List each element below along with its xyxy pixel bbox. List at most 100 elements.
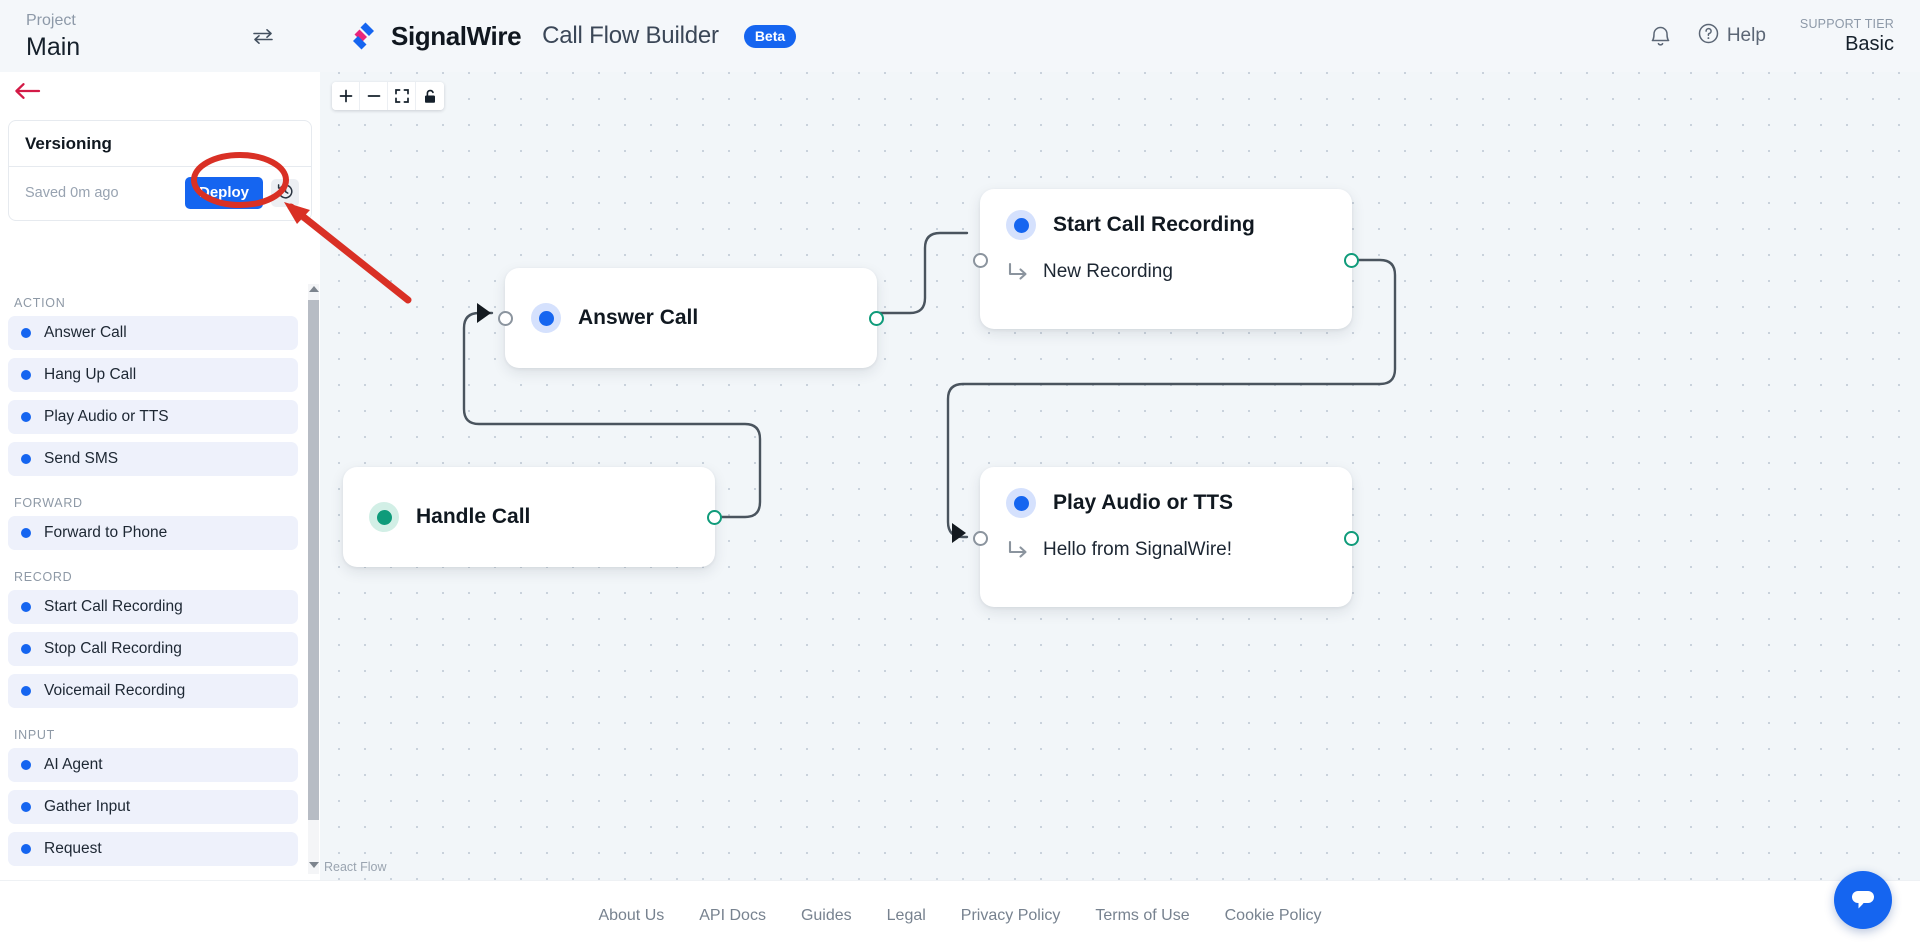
node-output-handle[interactable] xyxy=(1344,531,1359,546)
palette-item-label: Send SMS xyxy=(44,450,119,467)
footer-link-about-us[interactable]: About Us xyxy=(598,907,665,924)
node-output-handle[interactable] xyxy=(707,510,722,525)
footer-link-terms-of-use[interactable]: Terms of Use xyxy=(1095,907,1190,924)
support-tier-value: Basic xyxy=(1845,33,1894,55)
palette-item[interactable]: Hang Up Call xyxy=(8,358,298,392)
chat-support-button[interactable] xyxy=(1834,871,1892,929)
palette-item-dot-icon xyxy=(21,844,31,854)
palette-group-label: ACTION xyxy=(14,296,66,310)
node-input-arrow-icon xyxy=(952,523,966,543)
node-header: Answer Call xyxy=(505,268,877,368)
footer-link-guides[interactable]: Guides xyxy=(800,907,852,924)
project-switcher[interactable]: Project Main xyxy=(0,0,320,72)
versioning-body: Saved 0m ago Deploy xyxy=(9,167,311,220)
node-title: Play Audio or TTS xyxy=(1053,491,1234,514)
brand-block[interactable]: SignalWire Call Flow Builder Beta xyxy=(345,20,797,53)
brand-name: SignalWire xyxy=(391,20,522,51)
palette-item-dot-icon xyxy=(21,528,31,538)
signalwire-logo-icon xyxy=(345,20,378,53)
project-text: Project Main xyxy=(26,10,80,62)
canvas-controls xyxy=(332,82,444,110)
palette-group-label: INPUT xyxy=(14,728,55,742)
support-tier-label: SUPPORT TIER xyxy=(1799,17,1894,31)
node-start-call-recording[interactable]: Start Call Recording New Recording xyxy=(973,189,1359,329)
palette-group-label: RECORD xyxy=(14,570,73,584)
palette-item-dot-icon xyxy=(21,802,31,812)
node-subtitle-row: Hello from SignalWire! xyxy=(980,539,1352,561)
node-input-handle[interactable] xyxy=(498,311,513,326)
swap-horizontal-icon[interactable] xyxy=(252,28,274,49)
node-type-icon-blue xyxy=(1006,210,1036,240)
palette-scrollbar-thumb[interactable] xyxy=(308,300,319,820)
node-title: Start Call Recording xyxy=(1053,213,1255,236)
node-header: Handle Call xyxy=(343,467,715,567)
help-label: Help xyxy=(1726,25,1766,46)
scroll-up-arrow-icon[interactable] xyxy=(309,286,319,292)
footer-link-cookie-policy[interactable]: Cookie Policy xyxy=(1224,907,1322,924)
palette-item[interactable]: Play Audio or TTS xyxy=(8,400,298,434)
footer-link-legal[interactable]: Legal xyxy=(886,907,926,924)
help-button[interactable]: Help xyxy=(1698,23,1766,50)
zoom-in-button[interactable] xyxy=(332,82,360,110)
palette-item[interactable]: Voicemail Recording xyxy=(8,674,298,708)
palette-item-label: Start Call Recording xyxy=(44,598,183,615)
node-output-handle[interactable] xyxy=(1344,253,1359,268)
versioning-card: Versioning Saved 0m ago Deploy xyxy=(8,120,312,221)
support-tier: SUPPORT TIER Basic xyxy=(1800,16,1894,56)
palette-item-dot-icon xyxy=(21,412,31,422)
left-panel: Versioning Saved 0m ago Deploy ACTION Ans… xyxy=(0,72,320,880)
node-play-audio-or-tts[interactable]: Play Audio or TTS Hello from SignalWire! xyxy=(952,467,1359,607)
footer-link-privacy-policy[interactable]: Privacy Policy xyxy=(960,907,1061,924)
back-button[interactable] xyxy=(0,72,320,114)
palette-item-label: Play Audio or TTS xyxy=(44,408,169,425)
palette-item[interactable]: Start Call Recording xyxy=(8,590,298,624)
node-input-handle[interactable] xyxy=(973,531,988,546)
flow-canvas[interactable]: Handle Call Answer Call Start Call Recor… xyxy=(320,72,1920,880)
react-flow-attribution[interactable]: React Flow xyxy=(324,860,387,874)
palette-group-label: FORWARD xyxy=(14,496,83,510)
sub-arrow-icon xyxy=(1007,540,1029,560)
top-bar: Project Main SignalWire Call Flow Builde… xyxy=(0,0,1920,72)
node-title: Answer Call xyxy=(578,306,699,329)
node-input-arrow-icon xyxy=(477,303,491,323)
versioning-title: Versioning xyxy=(9,121,311,167)
node-subtitle-row: New Recording xyxy=(980,261,1352,283)
bell-icon[interactable] xyxy=(1646,21,1676,51)
saved-status: Saved 0m ago xyxy=(25,185,119,201)
palette-item[interactable]: Gather Input xyxy=(8,790,298,824)
palette-item[interactable]: Send SMS xyxy=(8,442,298,476)
palette-item-dot-icon xyxy=(21,454,31,464)
question-circle-icon xyxy=(1698,23,1719,50)
top-bar-right: Help SUPPORT TIER Basic xyxy=(1646,16,1920,56)
node-header: Start Call Recording xyxy=(980,189,1352,261)
deploy-button[interactable]: Deploy xyxy=(184,177,263,209)
zoom-out-button[interactable] xyxy=(360,82,388,110)
panel-bottom-links: About ? Help xyxy=(0,878,320,880)
palette-item-dot-icon xyxy=(21,370,31,380)
palette-item[interactable]: Stop Call Recording xyxy=(8,632,298,666)
project-label: Project xyxy=(26,12,76,29)
version-history-button[interactable] xyxy=(271,179,299,207)
node-answer-call[interactable]: Answer Call xyxy=(477,268,884,368)
palette-item[interactable]: AI Agent xyxy=(8,748,298,782)
node-type-icon-blue xyxy=(531,303,561,333)
palette-item-dot-icon xyxy=(21,644,31,654)
scroll-down-arrow-icon[interactable] xyxy=(309,862,319,868)
footer-link-api-docs[interactable]: API Docs xyxy=(699,907,766,924)
node-type-icon-blue xyxy=(1006,488,1036,518)
palette-item-label: Answer Call xyxy=(44,324,127,341)
node-title: Handle Call xyxy=(416,505,531,528)
fit-view-button[interactable] xyxy=(388,82,416,110)
sub-arrow-icon xyxy=(1007,262,1029,282)
project-name: Main xyxy=(26,33,81,61)
palette-item[interactable]: Request xyxy=(8,832,298,866)
palette-item[interactable]: Answer Call xyxy=(8,316,298,350)
palette-item-label: Request xyxy=(44,840,102,857)
node-handle-call[interactable]: Handle Call xyxy=(343,467,722,567)
node-output-handle[interactable] xyxy=(869,311,884,326)
palette-item[interactable]: Forward to Phone xyxy=(8,516,298,550)
node-input-handle[interactable] xyxy=(973,253,988,268)
lock-button[interactable] xyxy=(416,82,444,110)
